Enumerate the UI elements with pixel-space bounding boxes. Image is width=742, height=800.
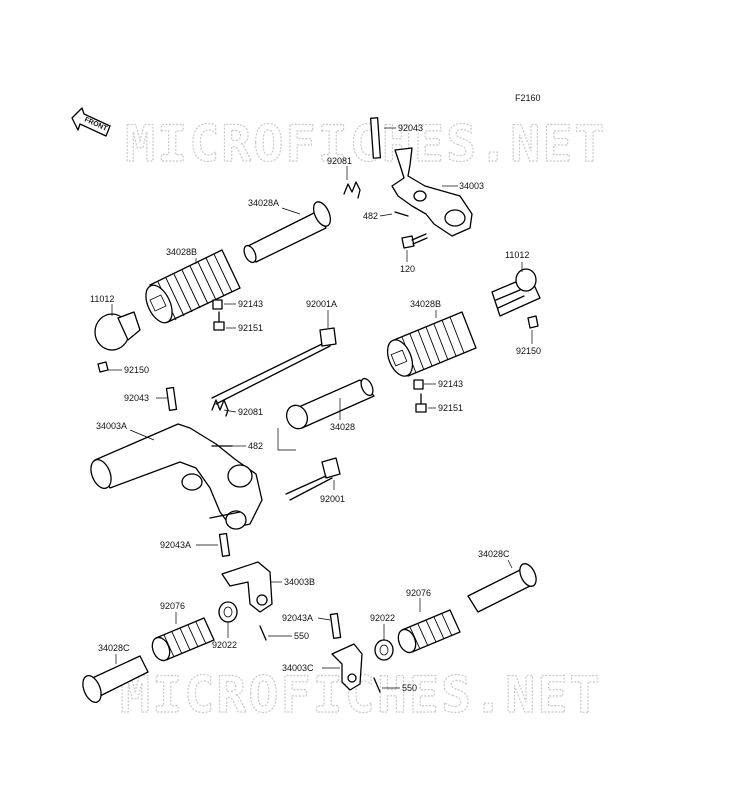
watermark-top: MICROFICHES.NET [125, 115, 607, 173]
label-92043A-right: 92043A [282, 613, 313, 623]
label-92151-right: 92151 [438, 403, 463, 413]
part-92043-mid-pin [165, 386, 178, 411]
part-92143-left [212, 299, 223, 310]
label-92150-right: 92150 [516, 346, 541, 356]
part-92076-right-grip [397, 609, 461, 654]
part-34003A-arm [90, 423, 263, 530]
label-482-top: 482 [363, 211, 378, 221]
part-34028C-left-tube [82, 655, 149, 703]
part-11012-left-cap [94, 311, 141, 351]
part-482-top [394, 211, 409, 217]
label-92081-top: 92081 [327, 156, 352, 166]
label-92001A: 92001A [306, 299, 337, 309]
part-92151-right [415, 393, 427, 413]
part-34028B-right-grip [386, 311, 477, 377]
part-34028B-left-grip [145, 249, 241, 324]
label-482-mid: 482 [248, 441, 263, 451]
label-92043-top: 92043 [398, 123, 423, 133]
label-34003C: 34003C [282, 663, 314, 673]
label-11012-right: 11012 [505, 250, 529, 260]
label-92151-left: 92151 [238, 323, 263, 333]
label-92143-right: 92143 [438, 379, 463, 389]
part-labels: 92043 92081 34003 482 120 34028A 34028B … [90, 123, 541, 693]
part-92150-right [527, 315, 539, 329]
part-92076-left-grip [151, 617, 215, 662]
part-550-top [259, 625, 267, 641]
label-34028: 34028 [330, 422, 355, 432]
leader-lines [108, 127, 533, 689]
front-arrow-icon: FRONT [71, 107, 111, 137]
label-11012-left: 11012 [90, 294, 114, 304]
part-550-bottom [373, 677, 381, 693]
part-120-bolt [401, 233, 428, 249]
label-120: 120 [400, 264, 415, 274]
label-92022-right: 92022 [370, 613, 395, 623]
label-92076-right: 92076 [406, 588, 431, 598]
part-92151-left [213, 311, 225, 331]
label-34028B-left: 34028B [166, 247, 197, 257]
part-92022-right-washer [374, 639, 394, 661]
label-92043-mid: 92043 [124, 393, 149, 403]
part-92150-left [97, 361, 109, 373]
diagram-code: F2160 [515, 93, 541, 103]
label-550-top: 550 [294, 631, 309, 641]
part-92022-left-washer [218, 601, 238, 623]
part-92043A-left-pin [218, 532, 231, 557]
label-92001: 92001 [320, 494, 345, 504]
label-34028C-left: 34028C [98, 643, 130, 653]
label-550-bottom: 550 [402, 683, 417, 693]
part-92043A-right-pin [329, 612, 342, 639]
part-34028-sleeve [285, 377, 375, 430]
part-34028A-sleeve [243, 201, 332, 264]
part-11012-right-clamp [491, 268, 541, 317]
part-34028C-right-tube [467, 563, 537, 613]
part-92143-right [413, 379, 424, 390]
part-34003C-bracket [331, 643, 363, 691]
label-34028C-right: 34028C [478, 549, 510, 559]
label-92143-left: 92143 [238, 299, 263, 309]
part-34003B-bracket [221, 561, 273, 613]
part-92081-spring-top [343, 181, 361, 199]
label-92022-left: 92022 [212, 640, 237, 650]
label-34028A: 34028A [248, 198, 279, 208]
label-34003B: 34003B [284, 577, 315, 587]
part-92043-top-pin [369, 117, 382, 159]
label-34003A: 34003A [96, 421, 127, 431]
label-92076-left: 92076 [160, 601, 185, 611]
label-34003: 34003 [459, 181, 484, 191]
label-92150-left: 92150 [124, 365, 149, 375]
part-92001A-bolt [211, 327, 337, 405]
part-92001-bolt [285, 457, 341, 501]
part-34003-bracket [391, 147, 473, 237]
label-34028B-right: 34028B [410, 299, 441, 309]
part-92081-spring-mid [211, 399, 229, 417]
label-92043A-left: 92043A [160, 540, 191, 550]
label-92081-mid: 92081 [238, 407, 263, 417]
